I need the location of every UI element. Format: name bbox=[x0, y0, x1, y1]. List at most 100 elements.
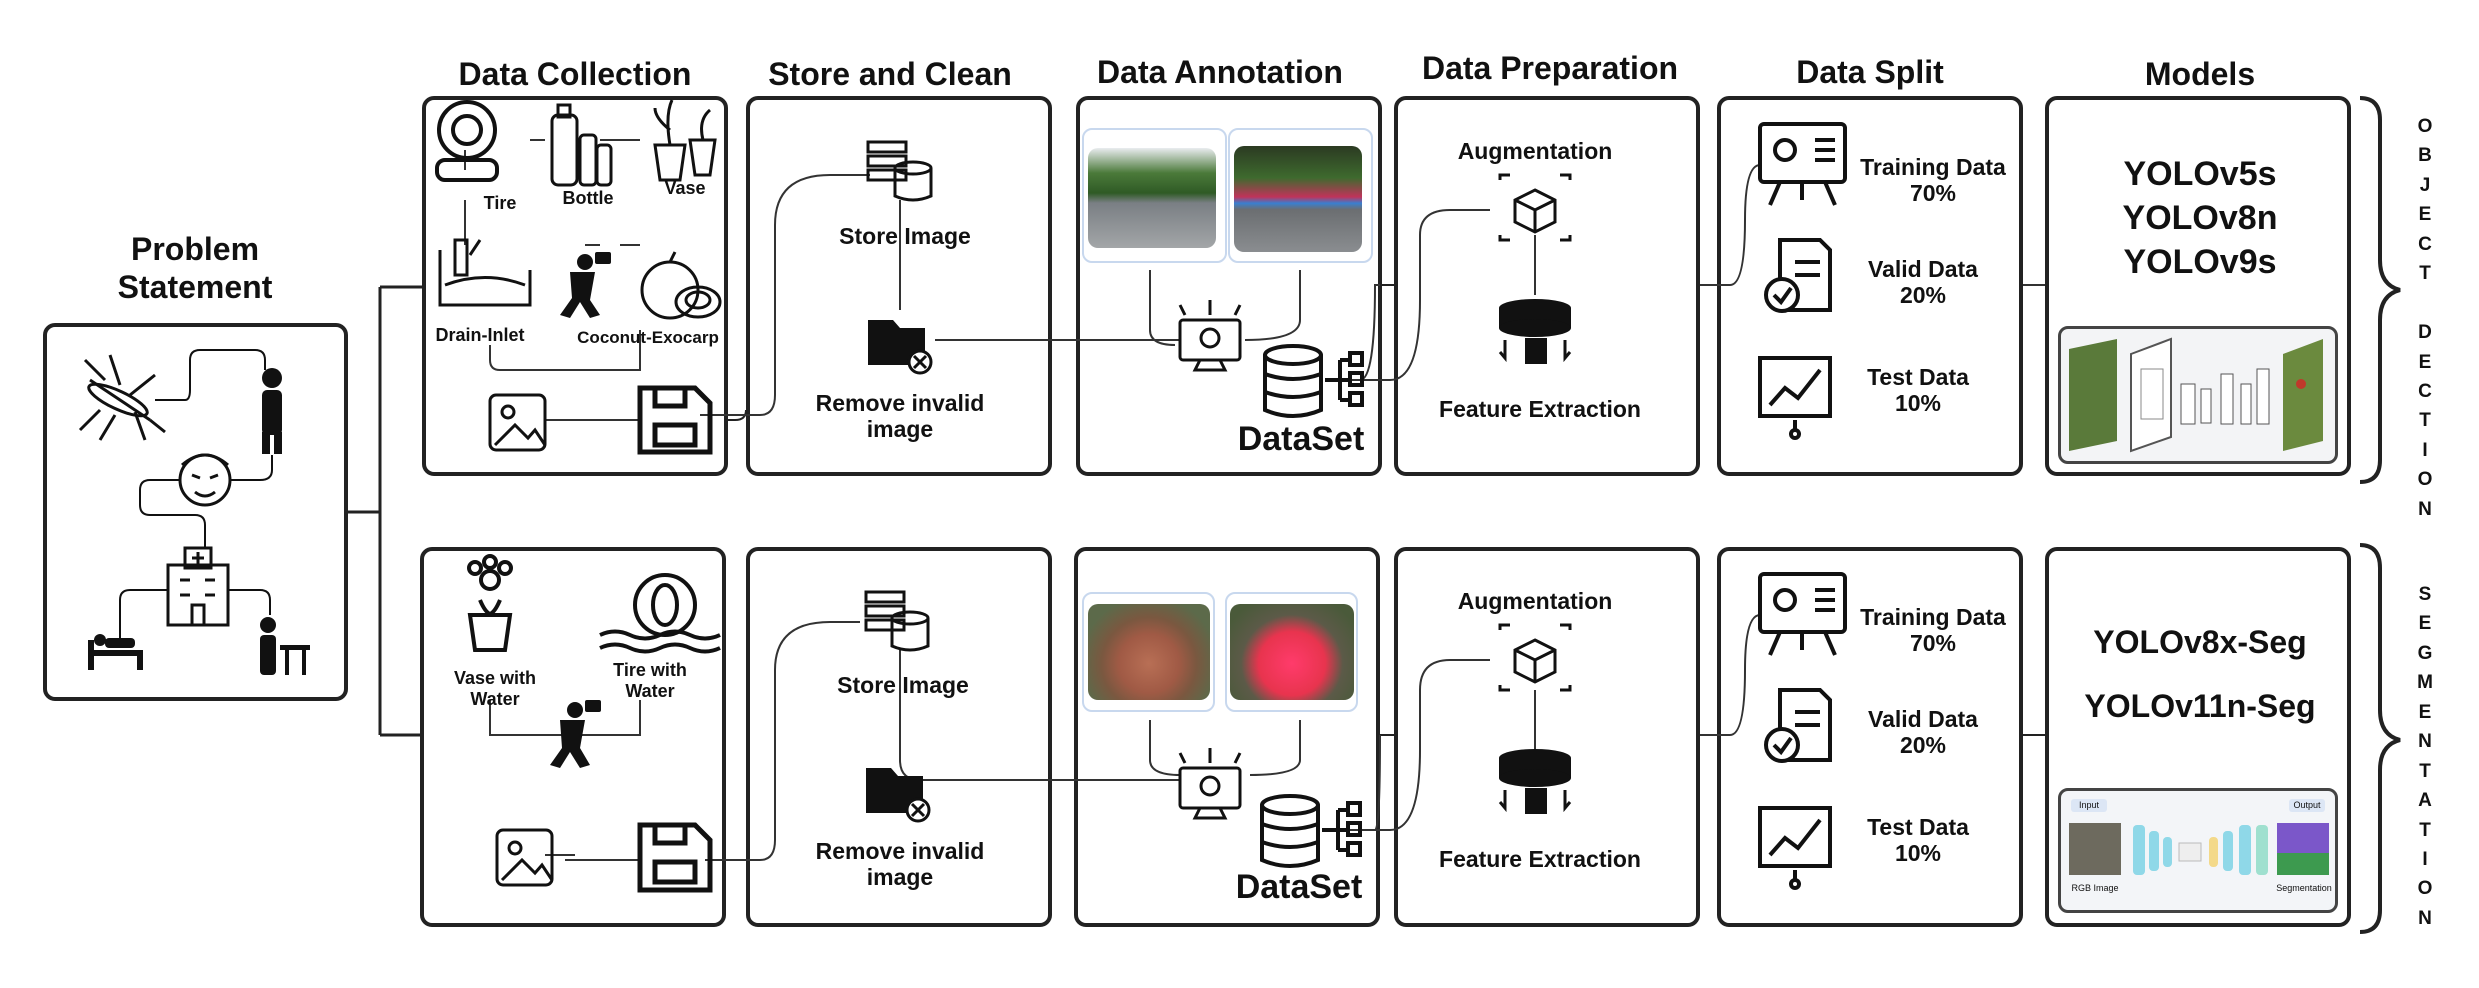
vase-with-water-label: Vase with Water bbox=[453, 668, 537, 709]
bottle-icon bbox=[550, 103, 613, 187]
sick-person-icon bbox=[262, 368, 282, 454]
test-chart-board-icon-2 bbox=[1758, 806, 1832, 890]
feature-extraction-icon-2 bbox=[1498, 749, 1572, 814]
store-clean-box-1 bbox=[746, 96, 1052, 476]
database-server-icon-2 bbox=[864, 590, 930, 652]
seg-letter: I bbox=[2422, 848, 2428, 870]
tire-with-water-label: Tire with Water bbox=[613, 660, 687, 701]
database-server-icon-1 bbox=[866, 140, 933, 202]
garden-photo-raw bbox=[1088, 148, 1216, 248]
seg-letter: O bbox=[2417, 878, 2433, 900]
det-letter: I bbox=[2422, 439, 2428, 461]
validation-doc-icon-2 bbox=[1764, 688, 1832, 763]
det-letter: C bbox=[2418, 380, 2432, 402]
seg-letter: N bbox=[2418, 731, 2432, 753]
model-yolov8n: YOLOv8n bbox=[2122, 199, 2278, 237]
hospital-icon bbox=[166, 546, 230, 627]
det-letter: C bbox=[2418, 233, 2432, 255]
seg-letter: E bbox=[2418, 613, 2432, 635]
seg-letter: N bbox=[2418, 907, 2432, 929]
image-icon bbox=[488, 393, 547, 452]
patient-bed-icon bbox=[88, 634, 143, 670]
store-image-label-2: Store Image bbox=[837, 672, 969, 698]
augmentation-cube-icon-1 bbox=[1498, 173, 1572, 242]
problem-statement-box bbox=[43, 323, 348, 701]
header-models: Models bbox=[2144, 56, 2256, 92]
seg-rgb-label: RGB Image bbox=[2071, 883, 2119, 893]
det-letter bbox=[2412, 289, 2438, 318]
det-letter: E bbox=[2418, 204, 2432, 226]
valid-data-label-1: Valid Data 20% bbox=[1868, 256, 1978, 309]
remove-invalid-label-2: Remove invalid image bbox=[815, 838, 985, 891]
model-yolov11n-seg: YOLOv11n-Seg bbox=[2084, 688, 2316, 724]
augmentation-cube-icon-2 bbox=[1498, 623, 1572, 692]
training-board-icon-2 bbox=[1758, 572, 1847, 656]
det-letter: T bbox=[2419, 263, 2431, 285]
training-data-label-2: Training Data 70% bbox=[1860, 604, 2006, 657]
data-preparation-box-2 bbox=[1394, 547, 1700, 927]
annotation-frame-1a bbox=[1082, 128, 1227, 263]
seg-output-caption: Segmentation bbox=[2276, 883, 2332, 893]
store-image-label-1: Store Image bbox=[839, 223, 971, 249]
training-board-icon-1 bbox=[1758, 122, 1847, 206]
det-letter: T bbox=[2419, 410, 2431, 432]
seg-letter: G bbox=[2417, 642, 2433, 664]
photographer-icon-2 bbox=[550, 700, 601, 768]
fever-face-icon bbox=[178, 453, 232, 507]
feature-extraction-label-1: Feature Extraction bbox=[1439, 396, 1641, 422]
annotation-gear-monitor-icon-2 bbox=[1178, 748, 1242, 820]
seg-letter: T bbox=[2419, 819, 2431, 841]
bottle-label: Bottle bbox=[562, 188, 614, 208]
det-letter: J bbox=[2419, 174, 2431, 196]
feature-extraction-icon-1 bbox=[1498, 299, 1572, 364]
save-disk-icon-2 bbox=[637, 822, 713, 893]
photographer-icon bbox=[560, 252, 611, 318]
header-data-collection: Data Collection bbox=[458, 56, 692, 92]
feature-extraction-label-2: Feature Extraction bbox=[1439, 846, 1641, 872]
header-store-clean: Store and Clean bbox=[768, 56, 1012, 92]
folder-remove-icon-2 bbox=[866, 768, 931, 823]
seg-letter: E bbox=[2418, 701, 2432, 723]
model-yolov5s: YOLOv5s bbox=[2123, 155, 2277, 193]
det-letter: B bbox=[2418, 145, 2432, 167]
det-letter: E bbox=[2418, 351, 2432, 373]
annotation-frame-2b bbox=[1225, 592, 1358, 712]
header-data-preparation: Data Preparation bbox=[1421, 50, 1679, 86]
training-data-label-1: Training Data 70% bbox=[1860, 154, 2006, 207]
vase-with-water-icon bbox=[467, 554, 513, 652]
segmentation-architecture-thumbnail: Input Output RGB Image Segmentation bbox=[2058, 788, 2338, 913]
pot-photo-raw bbox=[1088, 604, 1210, 700]
tire-icon bbox=[435, 100, 499, 182]
coconut-icon bbox=[640, 251, 722, 320]
detection-architecture-drawing bbox=[2069, 337, 2323, 453]
coconut-exocarp-label: Coconut-Exocarp bbox=[577, 328, 719, 347]
dataset-db-icon-2 bbox=[1260, 794, 1362, 868]
augmentation-label-1: Augmentation bbox=[1457, 138, 1613, 164]
header-data-split: Data Split bbox=[1796, 54, 1944, 90]
drain-inlet-label: Drain-Inlet bbox=[435, 325, 525, 345]
test-data-label-1: Test Data 10% bbox=[1867, 364, 1969, 417]
header-data-annotation: Data Annotation bbox=[1097, 54, 1343, 90]
model-yolov9s: YOLOv9s bbox=[2123, 243, 2277, 281]
det-letter: D bbox=[2418, 322, 2432, 344]
image-icon-2 bbox=[495, 828, 554, 887]
mosquito-icon bbox=[78, 354, 166, 441]
vase-label: Vase bbox=[664, 178, 706, 198]
folder-remove-icon-1 bbox=[868, 320, 933, 375]
det-letter: N bbox=[2418, 498, 2432, 520]
doctor-patient-icon bbox=[260, 617, 310, 675]
seg-letter: A bbox=[2418, 790, 2432, 812]
seg-letter: M bbox=[2417, 672, 2433, 694]
garden-photo-annotated bbox=[1234, 146, 1362, 252]
det-letter: O bbox=[2417, 469, 2433, 491]
pot-photo-segmented bbox=[1230, 604, 1354, 700]
model-yolov8x-seg: YOLOv8x-Seg bbox=[2093, 624, 2307, 660]
test-data-label-2: Test Data 10% bbox=[1867, 814, 1969, 867]
detection-architecture-thumbnail bbox=[2058, 326, 2338, 464]
dataset-label-2: DataSet bbox=[1235, 868, 1363, 906]
seg-output-label: Output bbox=[2293, 800, 2321, 810]
det-letter: O bbox=[2417, 116, 2433, 137]
